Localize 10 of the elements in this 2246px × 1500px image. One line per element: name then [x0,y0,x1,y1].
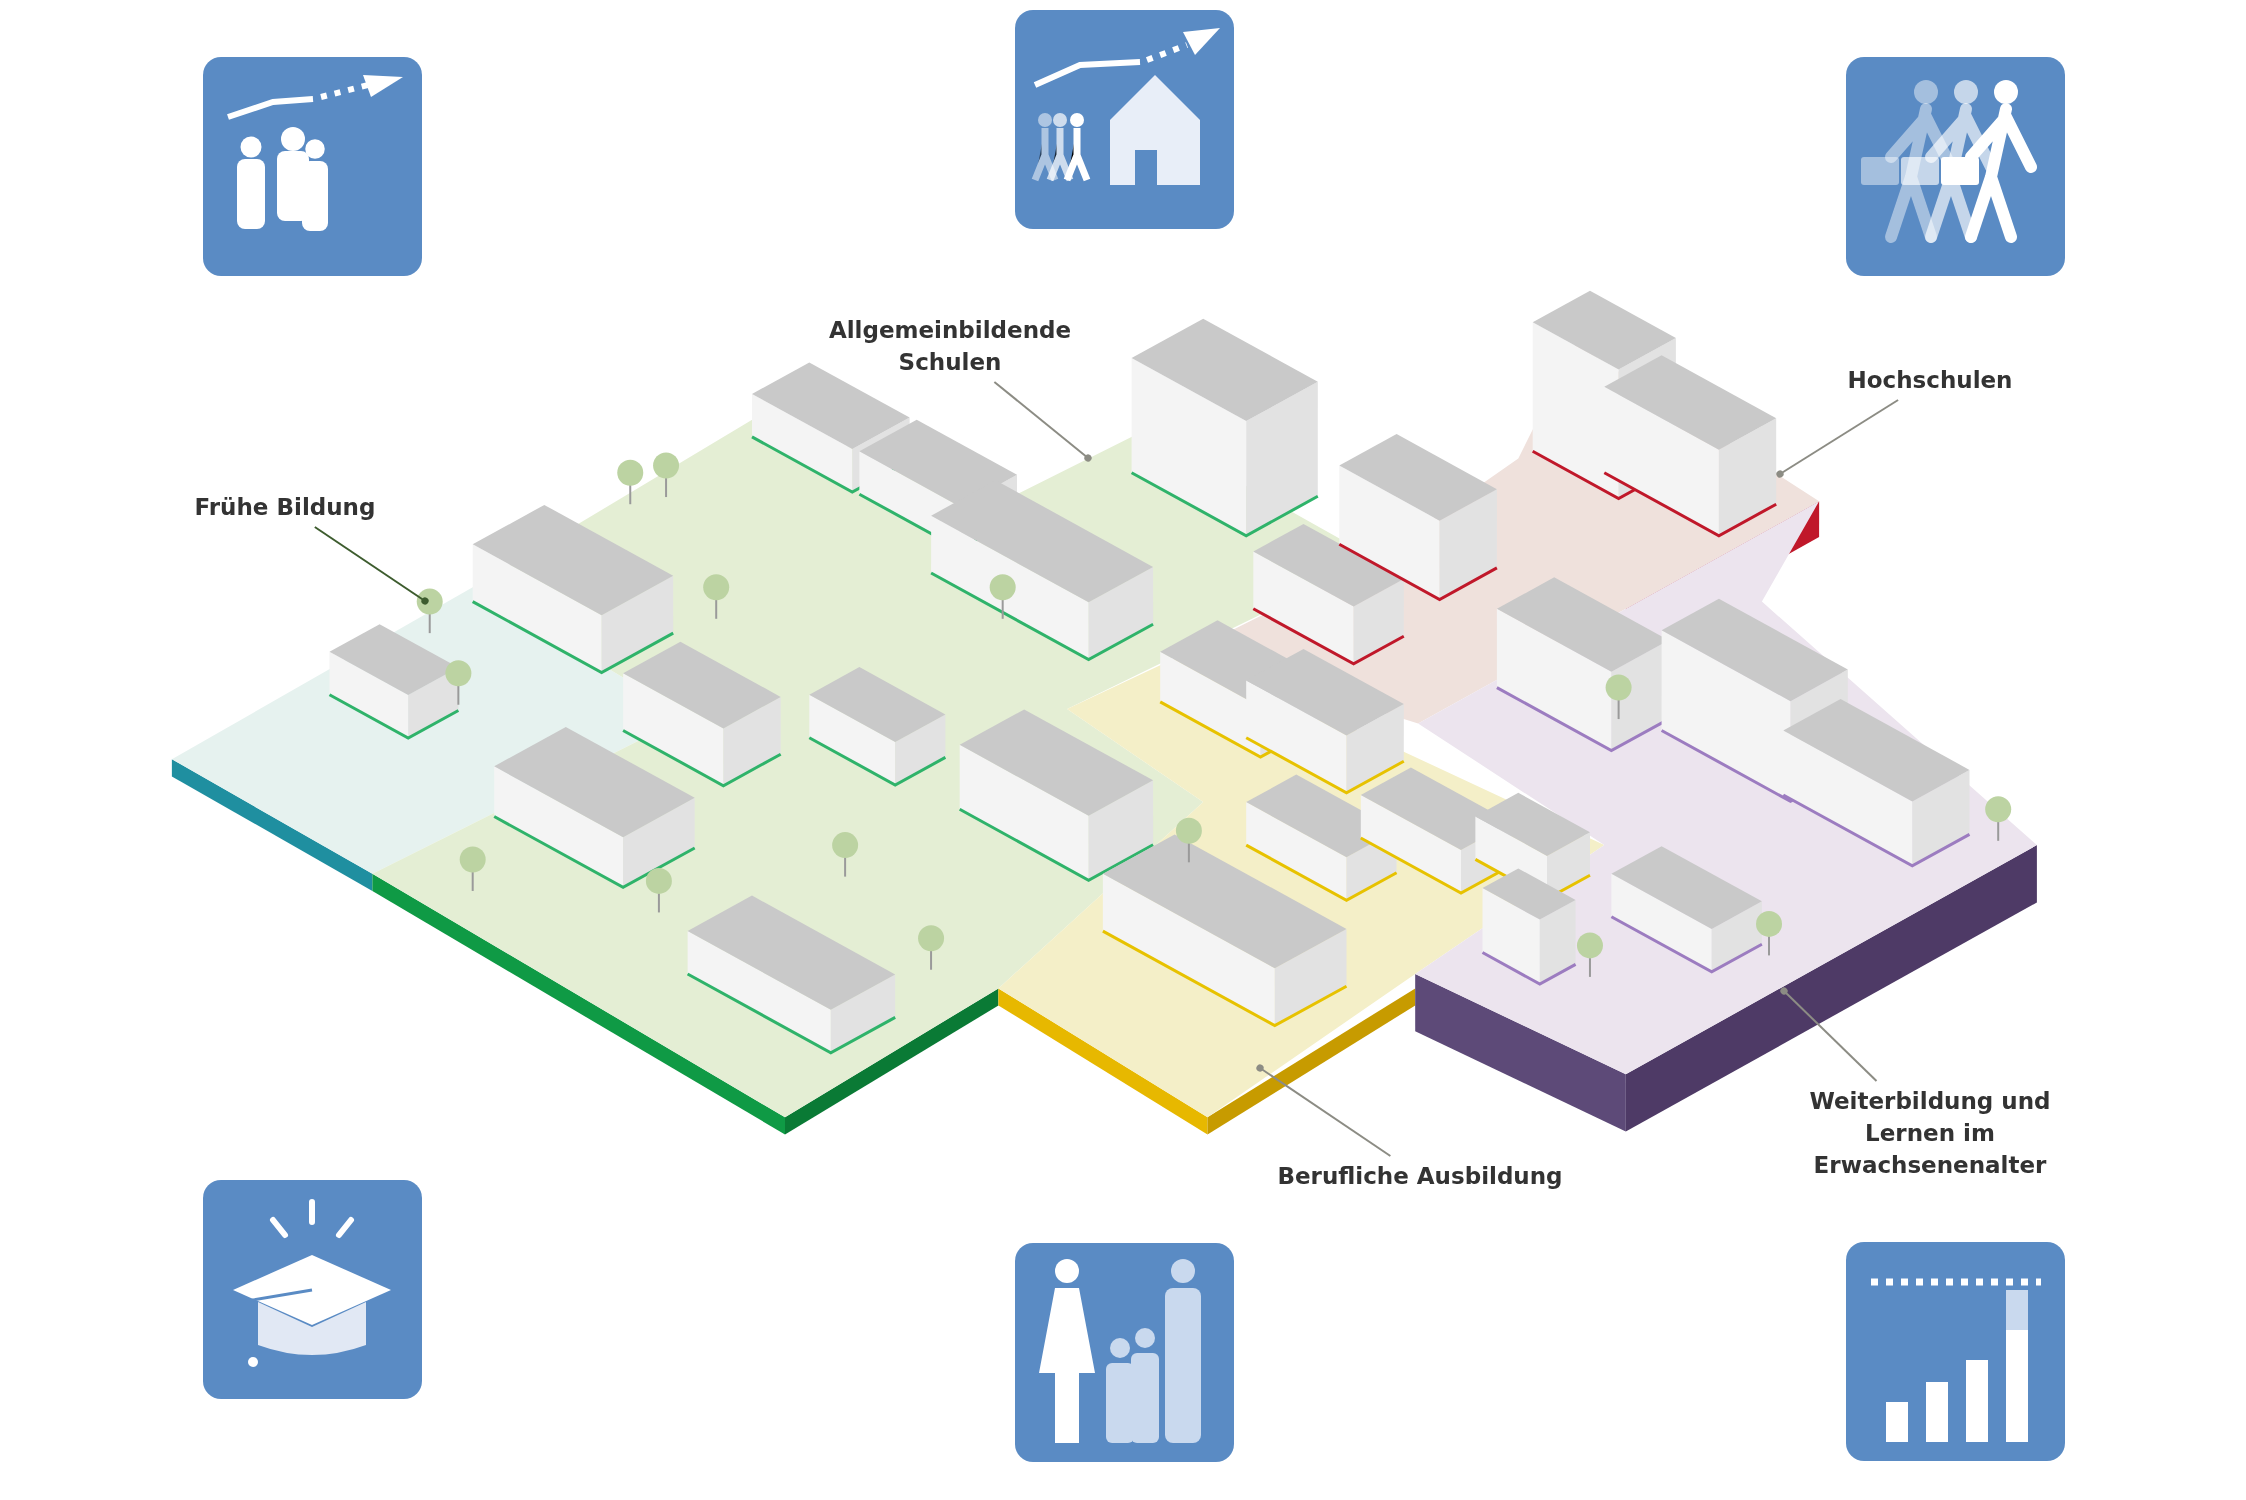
leader-line [1776,399,1900,478]
leader-line [993,381,1092,462]
zone-label: Frühe Bildung [194,493,376,522]
zone-label: Weiterbildung und Lernen im Erwachsenenalter [1808,1087,2052,1180]
leader-line [1256,1064,1392,1157]
zone-label: Hochschulen [1847,366,2013,395]
zone-label: Allgemeinbildende Schulen [827,316,1073,377]
leader-line [1780,987,1878,1082]
leader-line [313,526,429,605]
zone-label: Berufliche Ausbildung [1277,1162,1563,1191]
